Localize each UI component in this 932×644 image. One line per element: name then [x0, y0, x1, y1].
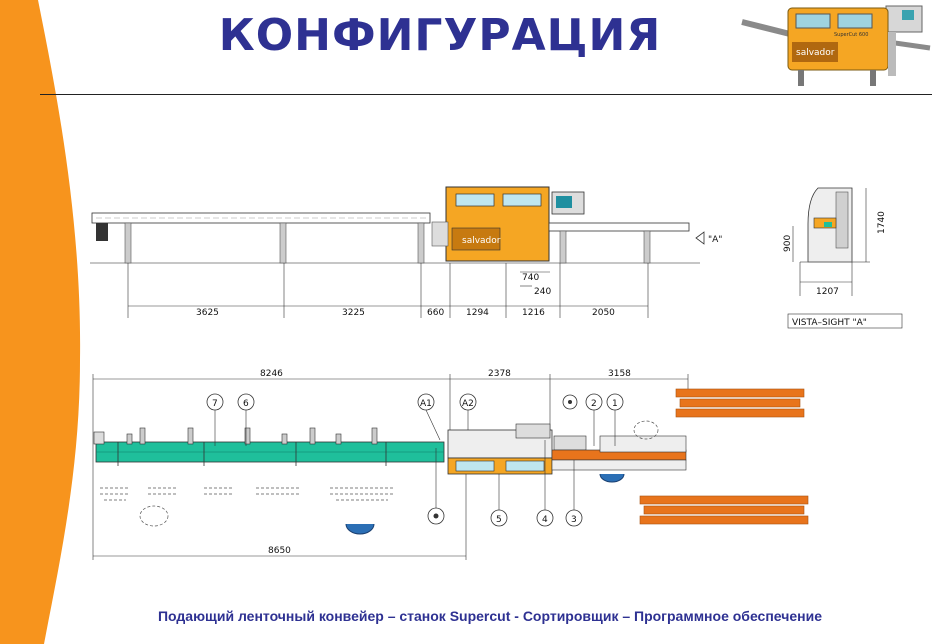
callout-1: 1 — [612, 399, 618, 409]
dim-1294: 1294 — [466, 308, 489, 318]
callout-7: 7 — [212, 399, 218, 409]
slide-footer: Подающий ленточный конвейер – станок Sup… — [157, 608, 822, 624]
dim-900: 900 — [783, 235, 793, 252]
dim-2378: 2378 — [488, 369, 511, 379]
side-machine-brand: salvador — [462, 236, 501, 246]
callout-2: 2 — [591, 399, 597, 409]
dim-2050: 2050 — [592, 308, 615, 318]
machine-model: SuperCut 600 — [834, 32, 868, 38]
dim-1740: 1740 — [877, 211, 887, 234]
callout-3: 3 — [571, 515, 577, 525]
dim-740: 740 — [522, 273, 539, 283]
callout-4: 4 — [542, 515, 548, 525]
callout-6: 6 — [243, 399, 249, 409]
dim-8246: 8246 — [260, 369, 283, 379]
callout-a1: A1 — [420, 399, 432, 409]
dim-3158: 3158 — [608, 369, 631, 379]
dim-1207: 1207 — [816, 287, 839, 297]
callout-5: 5 — [496, 515, 502, 525]
view-a-marker: "A" — [708, 235, 722, 245]
dim-3625: 3625 — [196, 308, 219, 318]
callout-a2: A2 — [462, 399, 474, 409]
machine-brand: salvador — [796, 48, 835, 58]
dim-8650: 8650 — [268, 546, 291, 556]
dim-240: 240 — [534, 287, 551, 297]
machine-photo: salvador SuperCut 600 — [741, 5, 931, 86]
dim-660: 660 — [427, 308, 444, 318]
dim-3225: 3225 — [342, 308, 365, 318]
dim-1216: 1216 — [522, 308, 545, 318]
slide-title: КОНФИГУРАЦИЯ — [218, 10, 662, 61]
end-view-caption: VISTA–SIGHT "A" — [792, 318, 867, 328]
header-rule — [40, 94, 932, 95]
